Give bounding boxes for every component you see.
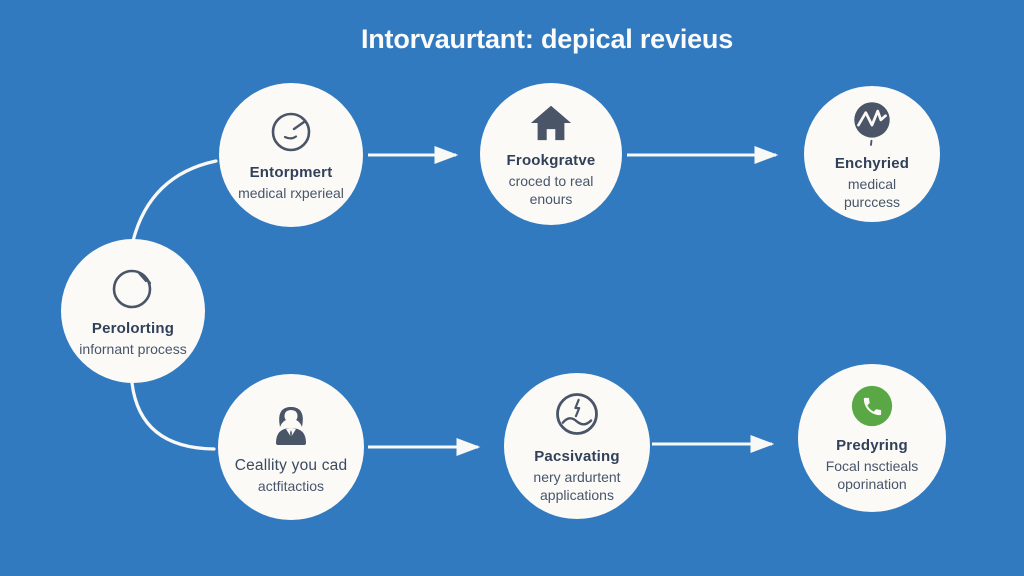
node-enchyried: Enchyried medical purccess xyxy=(804,86,940,222)
phone-icon xyxy=(849,383,895,429)
curve-connector-down xyxy=(130,381,216,451)
node-frookgratve: Frookgratve croced to real enours xyxy=(480,83,622,225)
curve-connector-up xyxy=(131,159,218,243)
node-title: Ceallity you cad xyxy=(234,456,348,474)
diagram-title: Intorvaurtant: depical revieus xyxy=(360,24,734,54)
clock-outline-icon xyxy=(109,264,157,312)
energy-wave-icon xyxy=(551,388,603,440)
node-subtitle: medical purccess xyxy=(843,175,901,210)
node-subtitle: Focal nsctieals oporination xyxy=(825,457,919,492)
clock-face-icon xyxy=(267,108,315,156)
node-subtitle: croced to real enours xyxy=(508,172,594,207)
node-title: Pacsivating xyxy=(534,448,620,466)
node-pacsivating: Pacsivating nery ardurtent applications xyxy=(504,373,650,519)
node-perolorting: Perolorting infornant process xyxy=(61,239,205,383)
node-subtitle: nery ardurtent applications xyxy=(533,468,621,503)
node-subtitle: actfitactios xyxy=(257,477,325,494)
node-title: Enchyried xyxy=(834,155,910,173)
waveform-circle-icon xyxy=(847,97,897,147)
node-title: Frookgratve xyxy=(506,152,596,170)
node-predyring: Predyring Focal nsctieals oporination xyxy=(798,364,946,512)
node-subtitle: medical rxperieal xyxy=(238,184,344,201)
node-title: Entorpmert xyxy=(249,164,333,182)
node-ceallity: Ceallity you cad actfitactios xyxy=(218,374,364,520)
node-title: Perolorting xyxy=(91,320,175,338)
node-entorpmert: Entorpmert medical rxperieal xyxy=(219,83,363,227)
person-icon xyxy=(265,399,317,449)
node-subtitle: infornant process xyxy=(79,340,187,357)
home-icon xyxy=(528,100,574,144)
node-title: Predyring xyxy=(836,437,908,455)
